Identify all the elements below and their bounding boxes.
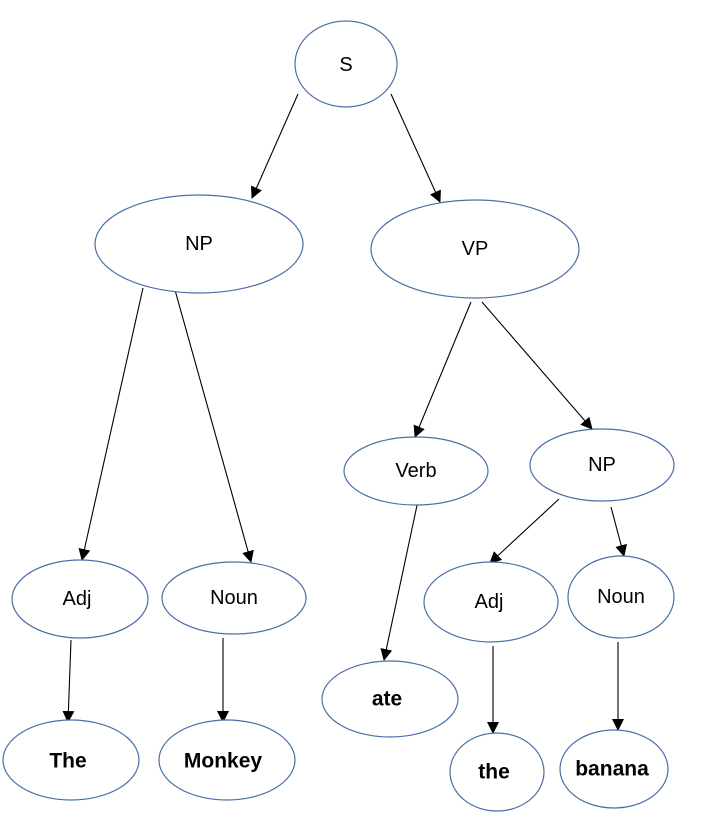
node-s: S xyxy=(294,20,398,108)
node-np-object-label: NP xyxy=(588,454,616,476)
node-adj-object: Adj xyxy=(423,561,559,643)
edges xyxy=(62,93,627,734)
node-vp: VP xyxy=(370,199,580,299)
word-the-cap: The xyxy=(49,750,86,773)
edge-adj-to-the-cap xyxy=(62,639,75,723)
edge-vp-to-verb xyxy=(413,301,472,438)
node-word-ate: ate xyxy=(321,660,459,738)
node-adj-object-label: Adj xyxy=(475,591,504,613)
word-ate: ate xyxy=(372,688,402,711)
node-word-the-cap: The xyxy=(2,719,140,801)
edge-np-to-noun-object xyxy=(610,506,627,557)
node-s-label: S xyxy=(339,54,352,76)
edge-np-to-adj xyxy=(78,287,144,561)
node-adj-subject: Adj xyxy=(11,559,149,639)
edge-vp-to-np xyxy=(481,301,593,430)
edge-s-to-np xyxy=(250,93,299,199)
node-verb: Verb xyxy=(343,436,489,506)
node-word-banana: banana xyxy=(559,729,669,809)
node-adj-subject-label: Adj xyxy=(63,588,92,610)
edge-verb-to-ate xyxy=(380,495,420,661)
edge-s-to-vp xyxy=(390,93,441,203)
word-banana: banana xyxy=(575,758,649,781)
word-the: the xyxy=(478,761,510,784)
edge-np-to-noun xyxy=(174,289,254,563)
node-noun-object-label: Noun xyxy=(597,586,645,608)
node-word-the: the xyxy=(449,732,545,812)
node-noun-subject-label: Noun xyxy=(210,587,258,609)
edge-np-to-adj-object xyxy=(489,498,560,564)
node-verb-label: Verb xyxy=(395,460,436,482)
node-noun-object: Noun xyxy=(567,555,675,639)
node-np-subject: NP xyxy=(94,194,304,294)
node-np-subject-label: NP xyxy=(185,233,213,255)
node-noun-subject: Noun xyxy=(161,561,307,635)
word-monkey: Monkey xyxy=(184,750,263,773)
node-word-monkey: Monkey xyxy=(158,719,296,801)
node-np-object: NP xyxy=(529,428,675,502)
node-vp-label: VP xyxy=(462,238,489,260)
